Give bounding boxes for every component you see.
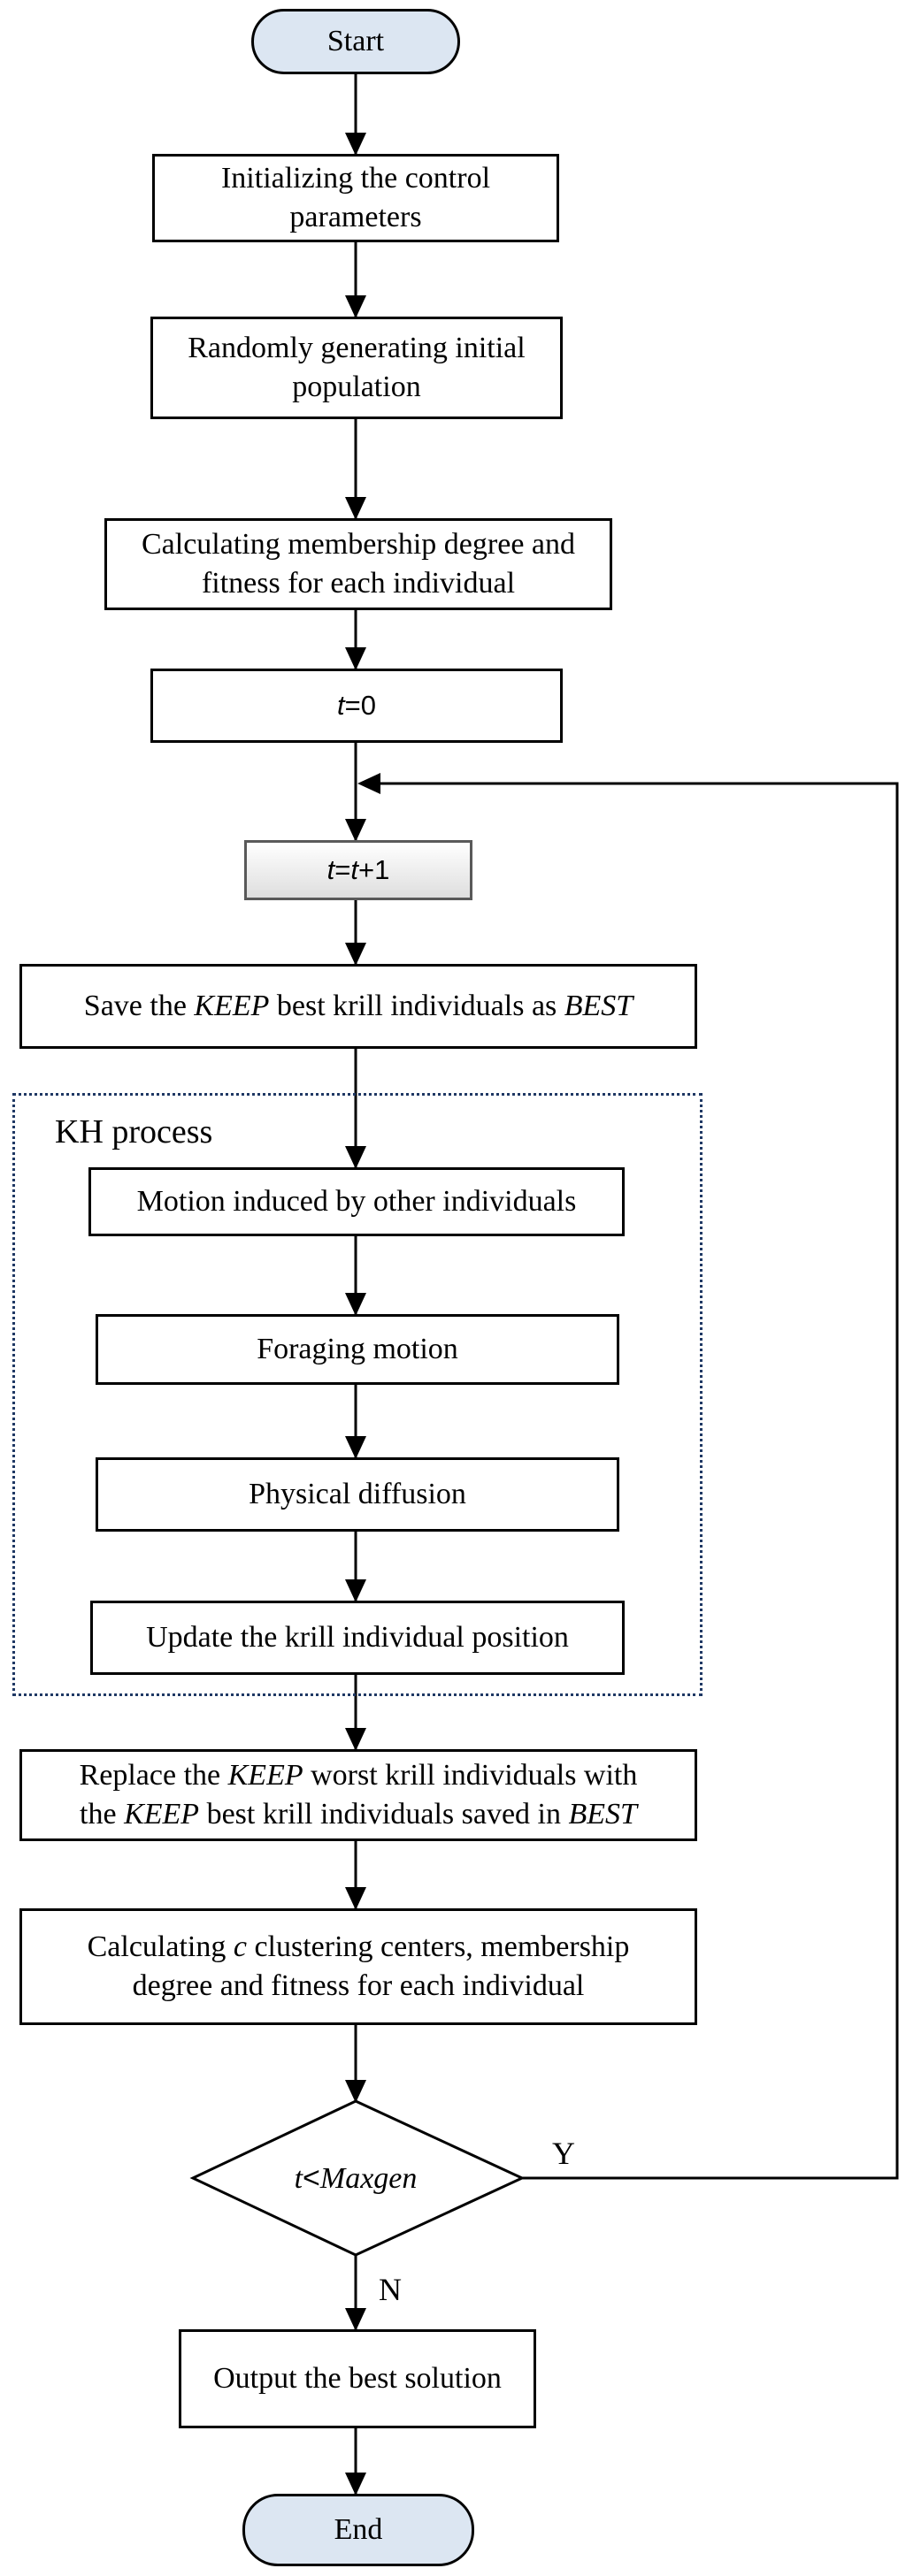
end-node: End <box>242 2494 474 2566</box>
increment-value: +1 <box>358 853 390 885</box>
physical-diffusion-text: Physical diffusion <box>249 1477 466 1510</box>
foraging-motion-node: Foraging motion <box>96 1314 619 1385</box>
loop-arrowhead <box>357 773 380 794</box>
loop-back-arrow <box>363 782 899 2180</box>
update-position-node: Update the krill individual position <box>90 1601 625 1675</box>
output-solution-node: Output the best solution <box>179 2329 536 2428</box>
best-term: BEST <box>564 989 633 1022</box>
clustering-text: Calculating <box>87 1930 234 1963</box>
arrowhead <box>345 295 366 318</box>
start-node: Start <box>251 9 460 74</box>
arrowhead <box>345 133 366 156</box>
motion-induced-text: Motion induced by other individuals <box>136 1184 577 1218</box>
t-increment-node: t=t+1 <box>244 840 472 900</box>
replace-text: best krill individuals saved in <box>199 1798 569 1831</box>
clustering-line2: degree and fitness for each individual <box>132 1969 585 2002</box>
calc-fitness-node: Calculating membership degree and fitnes… <box>104 518 612 610</box>
kh-process-label: KH process <box>55 1113 213 1150</box>
arrowhead <box>345 1146 366 1169</box>
init-params-line2: parameters <box>289 201 422 233</box>
save-best-text: best krill individuals as <box>269 989 564 1022</box>
arrowhead <box>345 2308 366 2331</box>
yes-label: Y <box>552 2136 575 2171</box>
clustering-text: clustering centers, membership <box>246 1930 630 1963</box>
physical-diffusion-node: Physical diffusion <box>96 1457 619 1532</box>
end-text: End <box>334 2512 383 2546</box>
best-term: BEST <box>568 1798 637 1831</box>
replace-text: the <box>80 1798 125 1831</box>
t-zero-node: t=0 <box>150 669 563 743</box>
arrowhead <box>345 1728 366 1751</box>
init-params-node: Initializing the control parameters <box>152 154 559 242</box>
decision-label: t<Maxgen <box>265 2158 446 2198</box>
keep-term: KEEP <box>194 989 270 1022</box>
update-position-text: Update the krill individual position <box>146 1620 569 1654</box>
arrowhead <box>345 819 366 842</box>
output-solution-text: Output the best solution <box>213 2361 502 2395</box>
keep-term: KEEP <box>124 1798 200 1831</box>
c-term: c <box>233 1930 247 1963</box>
maxgen-term: Maxgen <box>319 2161 418 2195</box>
kh-process-group <box>12 1093 703 1696</box>
t-variable: t <box>350 853 358 885</box>
init-pop-line2: population <box>292 371 421 403</box>
arrowhead <box>345 497 366 520</box>
arrowhead <box>345 1293 366 1316</box>
keep-term: KEEP <box>227 1758 303 1792</box>
replace-text: worst krill individuals with <box>303 1758 638 1792</box>
replace-text: Replace the <box>79 1758 228 1792</box>
clustering-node: Calculating c clustering centers, member… <box>19 1908 697 2025</box>
t-variable: t <box>326 853 335 885</box>
init-params-line1: Initializing the control <box>220 161 491 195</box>
arrowhead <box>345 647 366 670</box>
foraging-motion-text: Foraging motion <box>257 1332 458 1365</box>
arrowhead <box>345 943 366 966</box>
calc-fitness-line1: Calculating membership degree and <box>142 527 575 561</box>
arrowhead <box>345 1436 366 1459</box>
arrowhead <box>345 2473 366 2496</box>
decision-diamond <box>189 2099 526 2257</box>
arrowhead <box>345 1887 366 1910</box>
init-pop-line1: Randomly generating initial <box>188 331 526 364</box>
replace-worst-node: Replace the KEEP worst krill individuals… <box>19 1749 697 1841</box>
t-variable: t <box>294 2161 303 2195</box>
equals-sign: = <box>334 853 351 885</box>
t-variable: t <box>337 689 345 721</box>
less-than-sign: < <box>303 2160 320 2195</box>
arrowhead <box>345 1579 366 1602</box>
calc-fitness-line2: fitness for each individual <box>201 567 516 600</box>
t-zero-value: =0 <box>344 689 376 721</box>
save-best-text: Save the <box>83 989 195 1022</box>
init-population-node: Randomly generating initial population <box>150 317 563 419</box>
start-text: Start <box>326 24 385 57</box>
arrowhead <box>345 2080 366 2103</box>
no-label: N <box>379 2272 402 2307</box>
motion-induced-node: Motion induced by other individuals <box>88 1167 625 1236</box>
save-best-node: Save the KEEP best krill individuals as … <box>19 964 697 1049</box>
